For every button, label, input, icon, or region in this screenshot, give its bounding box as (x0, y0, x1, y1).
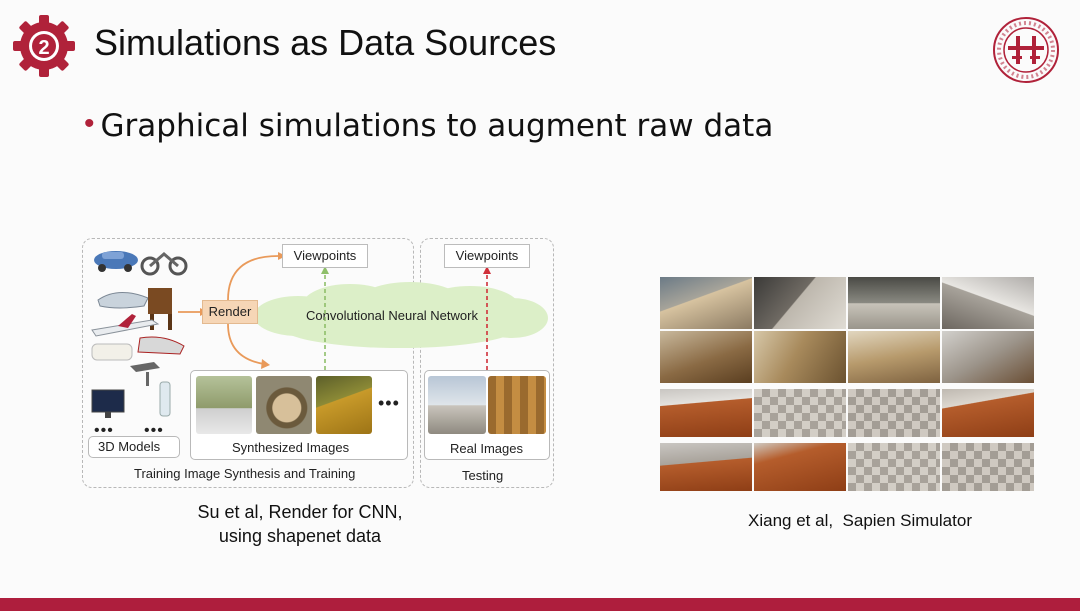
sapien-simulator-grid (660, 277, 1034, 491)
sapien-tile (942, 443, 1034, 491)
viewpoints-box-training: Viewpoints (282, 244, 368, 268)
bullet-item: • Graphical simulations to augment raw d… (84, 106, 773, 146)
real-thumb-plane (428, 376, 486, 434)
sapien-tile (848, 389, 940, 437)
sapien-tile (660, 443, 752, 491)
synthesized-thumb-chair (316, 376, 372, 434)
sapien-tile (942, 277, 1034, 329)
render-for-cnn-figure: ••• ••• 3D Models Convolutional Neural N… (82, 238, 556, 490)
sapien-tile (942, 389, 1034, 437)
sapien-tile (754, 277, 846, 329)
bullet-text: Graphical simulations to augment raw dat… (101, 106, 774, 146)
right-caption: Xiang et al, Sapien Simulator (700, 511, 1020, 531)
sapien-tile (754, 331, 846, 383)
images-dots: ••• (378, 393, 400, 414)
sapien-tile (754, 389, 846, 437)
slide-title: Simulations as Data Sources (94, 22, 556, 64)
sapien-tile (848, 443, 940, 491)
sapien-tile (754, 443, 846, 491)
sapien-tile (848, 331, 940, 383)
sapien-tile (660, 277, 752, 329)
real-label: Real Images (450, 441, 523, 456)
sapien-tile (660, 389, 752, 437)
render-step: Render (202, 300, 258, 324)
training-caption: Training Image Synthesis and Training (134, 466, 355, 481)
testing-caption: Testing (462, 468, 503, 483)
left-caption: Su et al, Render for CNN, using shapenet… (180, 500, 420, 548)
sapien-tile (848, 277, 940, 329)
synthesized-thumb-car (196, 376, 252, 434)
sapien-tile (660, 331, 752, 383)
bottom-accent-bar (0, 598, 1080, 611)
peking-university-logo-icon (992, 16, 1060, 84)
left-caption-line2: using shapenet data (180, 524, 420, 548)
real-thumb-chair (488, 376, 546, 434)
gear-number-badge-icon: 2 (12, 14, 76, 78)
synthesized-thumb-bike (256, 376, 312, 434)
synthesized-label: Synthesized Images (232, 440, 349, 455)
viewpoints-box-testing: Viewpoints (444, 244, 530, 268)
bullet-dot: • (84, 106, 95, 142)
left-caption-line1: Su et al, Render for CNN, (180, 500, 420, 524)
sapien-tile (942, 331, 1034, 383)
badge-number: 2 (38, 37, 49, 59)
